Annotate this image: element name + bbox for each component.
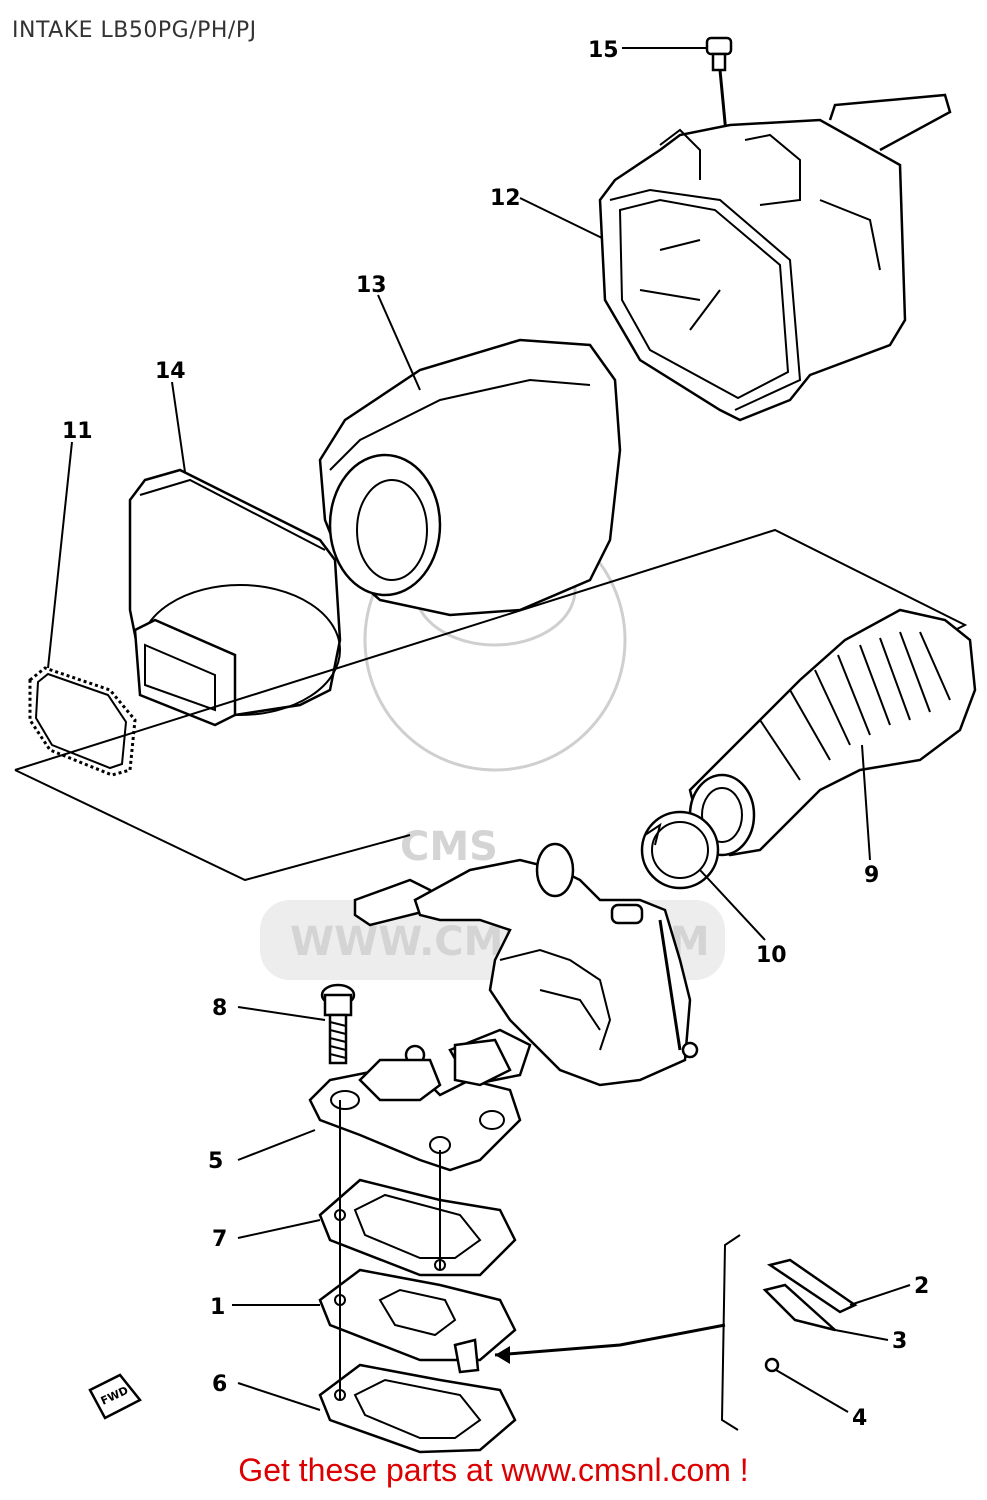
part-1-reed-valve — [318, 1268, 517, 1374]
part-7-gasket — [318, 1178, 517, 1277]
fwd-mark: FWD — [88, 1373, 142, 1420]
callout-15: 15 — [588, 38, 619, 63]
page-title: INTAKE LB50PG/PH/PJ — [12, 18, 257, 43]
callout-8: 8 — [212, 996, 227, 1021]
callout-5: 5 — [208, 1149, 223, 1174]
reed-detail-group — [494, 1234, 858, 1431]
callout-14: 14 — [155, 359, 186, 384]
alignment-lines — [339, 1100, 441, 1400]
callout-4: 4 — [852, 1406, 867, 1431]
callout-2: 2 — [914, 1274, 929, 1299]
part-6-gasket — [318, 1363, 517, 1454]
callout-10: 10 — [756, 943, 787, 968]
callout-labels: 15 12 13 14 11 9 10 8 5 7 1 6 2 3 4 — [62, 38, 929, 1431]
leader-lines — [47, 47, 911, 1413]
part-5-intake-manifold — [308, 1038, 522, 1172]
part-13-filter-element — [318, 338, 622, 617]
callout-7: 7 — [212, 1227, 227, 1252]
watermark-logo: CMS — [400, 824, 498, 870]
part-14-air-box-cover — [128, 468, 342, 727]
part-12-air-box-case — [598, 93, 952, 422]
part-9-intake-hose — [688, 608, 977, 857]
part-11-gasket — [28, 666, 137, 777]
part-10-clamp — [640, 810, 720, 890]
callout-12: 12 — [490, 186, 521, 211]
footer-parts-link[interactable]: Get these parts at www.cmsnl.com ! — [238, 1452, 749, 1488]
callout-3: 3 — [892, 1329, 907, 1354]
callout-11: 11 — [62, 419, 93, 444]
callout-13: 13 — [356, 273, 387, 298]
callout-1: 1 — [210, 1295, 225, 1320]
callout-9: 9 — [864, 863, 879, 888]
callout-6: 6 — [212, 1372, 227, 1397]
part-8-screw — [320, 983, 356, 1065]
